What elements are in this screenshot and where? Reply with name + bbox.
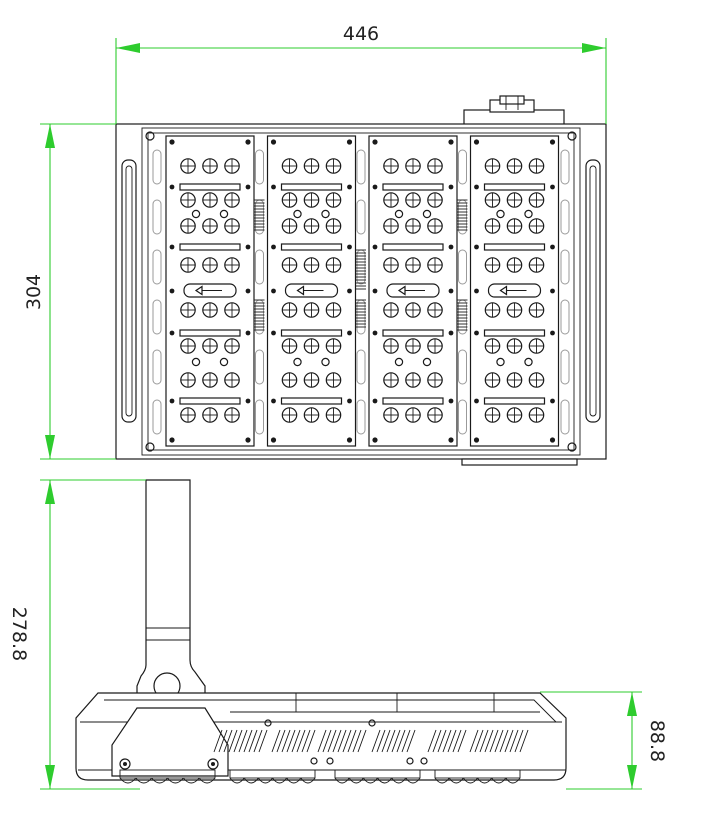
module-separators — [152, 149, 570, 435]
corner-screws — [145, 131, 577, 452]
dimension-height: 304 — [23, 123, 116, 460]
left-fin — [121, 159, 137, 423]
separator-strip — [560, 149, 570, 435]
led-module — [469, 135, 560, 447]
dimension-depth: 88.8 — [540, 691, 668, 790]
side-height-label: 278.8 — [8, 607, 30, 661]
width-label: 446 — [343, 23, 379, 45]
led-module — [266, 135, 357, 447]
led-module — [165, 135, 255, 447]
height-label: 304 — [23, 274, 45, 310]
led-module — [368, 135, 458, 447]
mount-bracket — [463, 95, 565, 127]
dimension-width: 446 — [115, 23, 607, 124]
depth-label: 88.8 — [646, 720, 668, 762]
dimension-side-height: 278.8 — [8, 479, 146, 790]
side-view — [75, 479, 567, 784]
lens-row — [119, 769, 521, 784]
separator-strip — [152, 149, 162, 435]
bracket-arm — [136, 479, 206, 721]
bracket-plate — [111, 707, 229, 777]
right-fin — [585, 159, 601, 423]
led-modules — [165, 135, 560, 447]
separator-strip — [457, 149, 468, 435]
separator-strip — [254, 149, 265, 435]
vent-slots — [213, 729, 529, 765]
separator-strip — [356, 149, 366, 435]
top-view — [115, 95, 607, 466]
